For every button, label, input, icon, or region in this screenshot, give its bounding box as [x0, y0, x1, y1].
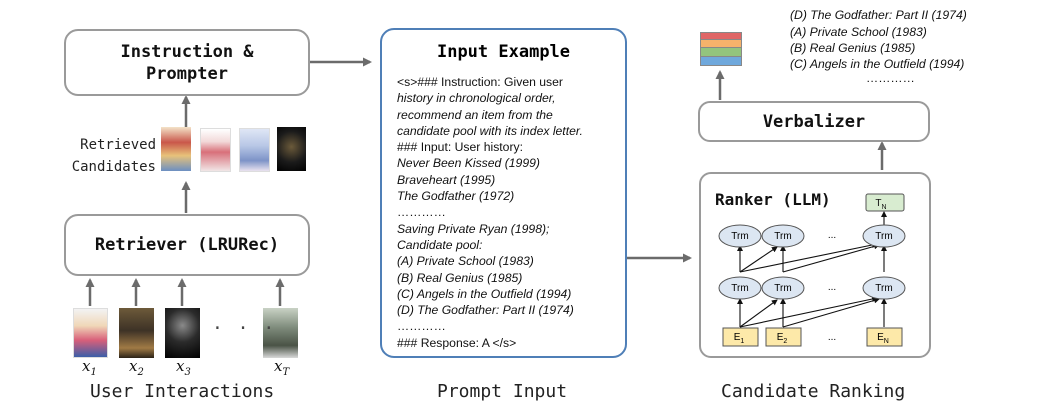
retriever-box: Retriever (LRURec)	[64, 214, 310, 276]
ranker-box: Ranker (LLM)	[699, 172, 931, 358]
prompt-line: (C) Angels in the Outfield (1994)	[397, 286, 572, 301]
interaction-poster-2	[119, 308, 154, 358]
prompt-line: …………	[397, 205, 446, 220]
trm-node	[761, 276, 805, 300]
stack-bar-blue	[700, 57, 742, 66]
prompt-line: Braveheart (1995)	[397, 172, 496, 187]
instruction-prompter-box: Instruction & Prompter	[64, 29, 310, 96]
trm-node	[761, 224, 805, 248]
ranked-output-line: (C) Angels in the Outfield (1994)	[790, 57, 965, 71]
edge	[739, 299, 778, 328]
x-label-t: xT	[274, 357, 290, 378]
target-node-label: TN	[875, 198, 886, 211]
verbalizer-box: Verbalizer	[698, 101, 930, 142]
ranked-output-line: (B) Real Genius (1985)	[790, 41, 916, 55]
embedding-label: EN	[877, 332, 889, 345]
trm-node-label: Trm	[875, 231, 892, 242]
prompt-line: history in chronological order,	[397, 91, 556, 106]
trm-node-label: Trm	[731, 231, 748, 242]
prompt-line: Saving Private Ryan (1998);	[397, 221, 550, 236]
stack-bar-red	[700, 32, 742, 40]
ranker-network: TN Trm Trm Trm ... Trm Trm Trm ... E1	[718, 193, 906, 347]
layer-dots: ...	[828, 282, 836, 293]
interaction-poster-1	[73, 308, 108, 358]
retrieved-label-line2: Candidates	[71, 159, 156, 175]
prompt-text: <s>### Instruction: Given user history i…	[397, 74, 627, 351]
layer-dots: ...	[828, 230, 836, 241]
retriever-title: Retriever (LRURec)	[94, 235, 280, 255]
prompt-line: (A) Private School (1983)	[397, 254, 534, 269]
trm-node-label: Trm	[875, 283, 892, 294]
edge	[739, 246, 778, 273]
input-example-box: Input Example <s>### Instruction: Given …	[380, 28, 627, 358]
prompt-line: candidate pool with its index letter.	[397, 123, 583, 138]
trm-node	[718, 224, 762, 248]
retrieved-candidates-label: Retrieved Candidates	[70, 134, 156, 178]
prompt-line: ### Input: User history:	[397, 140, 523, 155]
x-label-3: x3	[176, 357, 191, 378]
stack-bar-orange	[700, 40, 742, 48]
target-node	[865, 193, 905, 212]
trm-node	[862, 224, 906, 248]
interactions-ellipsis: · · ·	[212, 318, 277, 339]
candidate-poster-angels-in-the-outfield	[239, 128, 270, 172]
trm-node	[718, 276, 762, 300]
prompter-title-line2: Prompter	[146, 63, 228, 84]
edge	[782, 243, 880, 273]
prompt-line: Candidate pool:	[397, 237, 483, 252]
prompt-line: The Godfather (1972)	[397, 189, 515, 204]
x-label-2: x2	[129, 357, 144, 378]
candidate-poster-real-genius	[200, 128, 231, 172]
prompt-line: Never Been Kissed (1999)	[397, 156, 540, 171]
embedding-label: E2	[777, 332, 788, 345]
interaction-poster-3	[165, 308, 200, 358]
prompt-line: ### Response: A </s>	[397, 335, 517, 350]
stack-bar-green	[700, 48, 742, 57]
caption-candidate-ranking: Candidate Ranking	[721, 381, 906, 402]
edge	[739, 296, 878, 328]
embedding-dots: ...	[828, 332, 836, 343]
embedding-node	[722, 327, 759, 347]
ranked-output-line: (D) The Godfather: Part II (1974)	[790, 8, 967, 22]
ranked-output-line: …………	[866, 71, 915, 85]
prompt-line: …………	[397, 319, 446, 334]
caption-prompt-input: Prompt Input	[437, 381, 568, 402]
embedding-node	[765, 327, 802, 347]
embedding-label: E1	[734, 332, 745, 345]
interaction-poster-t	[263, 308, 298, 358]
candidate-poster-private-school	[161, 127, 191, 171]
retrieved-label-line1: Retrieved	[80, 137, 156, 153]
trm-node-label: Trm	[774, 231, 791, 242]
trm-node-label: Trm	[774, 283, 791, 294]
x-label-1: x1	[82, 357, 97, 378]
verbalizer-title: Verbalizer	[762, 111, 866, 132]
ranker-title: Ranker (LLM)	[715, 190, 831, 209]
edge	[739, 242, 878, 273]
prompt-line: (B) Real Genius (1985)	[397, 270, 523, 285]
trm-node	[862, 276, 906, 300]
prompter-title-line1: Instruction &	[120, 41, 254, 62]
caption-user-interactions: User Interactions	[90, 381, 275, 402]
output-stack-icon	[700, 32, 742, 66]
trm-node-label: Trm	[731, 283, 748, 294]
prompt-line: <s>### Instruction: Given user	[397, 75, 563, 89]
prompt-line: recommend an item from the	[397, 107, 553, 122]
ranked-output-line: (A) Private School (1983)	[790, 25, 927, 39]
embedding-node	[866, 327, 903, 347]
prompt-line: (D) The Godfather: Part II (1974)	[397, 303, 574, 318]
input-example-title: Input Example	[436, 42, 571, 62]
edge	[782, 297, 880, 328]
candidate-poster-godfather-part-ii	[277, 127, 306, 171]
